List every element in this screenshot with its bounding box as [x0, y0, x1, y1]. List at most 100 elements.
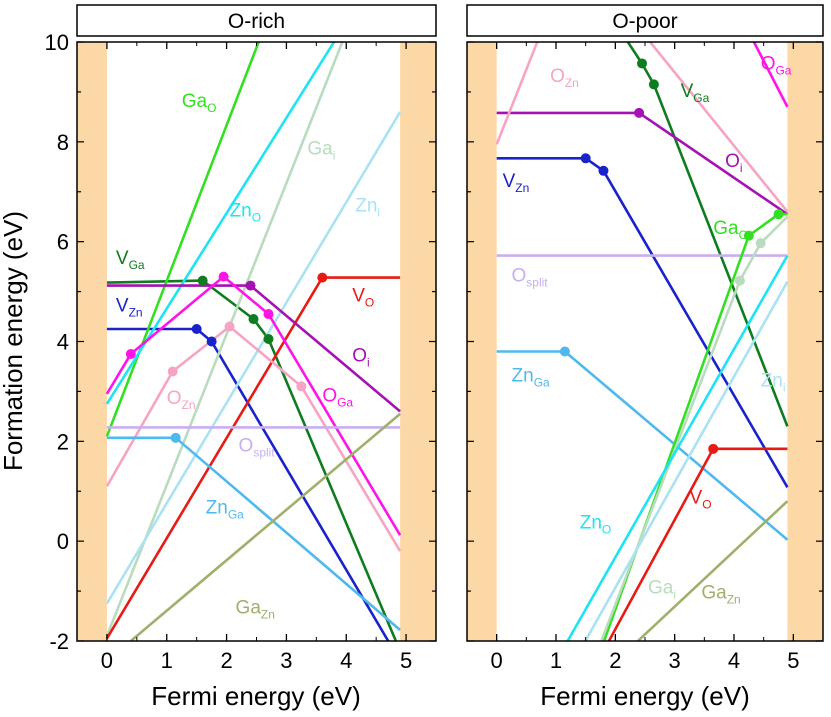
- label-subscript: O: [602, 523, 611, 537]
- x-tick-label: 1: [161, 648, 173, 673]
- label-base: V: [352, 286, 365, 307]
- label-subscript: Ga: [775, 63, 791, 77]
- transition-point-v-ga: [197, 275, 208, 286]
- label-base: V: [116, 248, 129, 269]
- transition-point-o-ga: [218, 271, 229, 282]
- series-label-v-ga: VGa: [681, 81, 710, 105]
- series-label-v-zn: VZn: [116, 296, 143, 320]
- transition-point-v-ga: [263, 334, 274, 345]
- series-label-v-zn: VZn: [503, 171, 530, 195]
- label-base: Zn: [512, 365, 534, 386]
- label-base: Zn: [580, 513, 602, 534]
- label-subscript: O: [365, 296, 374, 310]
- label-subscript: split: [253, 445, 275, 459]
- label-subscript: Zn: [565, 76, 579, 90]
- y-tick-label: -2: [49, 629, 69, 654]
- x-tick-label: 4: [728, 648, 740, 673]
- label-subscript: Zn: [261, 608, 275, 622]
- label-subscript: O: [739, 228, 748, 242]
- series-label-ga-zn: GaZn: [701, 583, 740, 607]
- transition-point-v-zn: [598, 165, 609, 176]
- x-axis-label-right: Fermi energy (eV): [540, 681, 750, 711]
- series-label-zn-o: ZnO: [580, 513, 612, 537]
- label-base: O: [512, 266, 527, 287]
- transition-point-ga-i: [734, 275, 745, 286]
- transition-point-v-o: [708, 443, 719, 454]
- series-label-v-o: VO: [352, 286, 374, 310]
- series-label-ga-zn: GaZn: [236, 598, 275, 622]
- x-tick-label: 5: [787, 648, 799, 673]
- label-base: Ga: [648, 578, 674, 599]
- series-line-ga-o: [105, 42, 261, 437]
- label-subscript: split: [526, 276, 548, 290]
- x-axis-label-left: Fermi energy (eV): [151, 681, 361, 711]
- label-subscript: Zn: [129, 306, 143, 320]
- label-base: V: [681, 81, 694, 102]
- series-label-zn-o: ZnO: [230, 201, 262, 225]
- y-tick-label: 4: [57, 330, 69, 355]
- series-line-o-i: [496, 111, 789, 216]
- label-base: Ga: [307, 138, 333, 159]
- x-tick-label: 0: [491, 648, 503, 673]
- label-subscript: i: [673, 588, 676, 602]
- x-tick-label: 1: [550, 648, 562, 673]
- series-label-o-ga: OGa: [322, 385, 353, 409]
- label-base: O: [239, 435, 254, 456]
- series-line-ga-i: [599, 215, 789, 641]
- label-subscript: i: [783, 380, 786, 394]
- series-label-ga-o: GaO: [182, 91, 217, 115]
- series-line-v-o: [607, 447, 788, 641]
- label-base: V: [116, 296, 129, 317]
- transition-point-ga-o: [773, 209, 784, 220]
- label-base: V: [690, 488, 703, 509]
- label-subscript: Ga: [129, 258, 145, 272]
- label-base: Zn: [230, 201, 252, 222]
- series-label-ga-o: GaO: [713, 218, 748, 242]
- plot-area-right: [495, 42, 789, 641]
- series-label-zn-ga: ZnGa: [206, 498, 245, 522]
- series-line-zn-i: [105, 111, 402, 605]
- transition-point-o-i: [245, 280, 256, 291]
- label-base: O: [167, 388, 182, 409]
- label-base: O: [322, 385, 337, 406]
- series-label-o-split: Osplit: [512, 266, 549, 290]
- label-base: Zn: [761, 370, 783, 391]
- transition-point-o-zn: [167, 366, 178, 377]
- x-tick-label: 2: [609, 648, 621, 673]
- label-base: Ga: [713, 218, 739, 239]
- transition-point-v-zn: [191, 324, 202, 335]
- transition-point-o-ga: [263, 309, 274, 320]
- x-tick-label: 0: [101, 648, 113, 673]
- label-base: V: [503, 171, 516, 192]
- label-base: O: [352, 345, 367, 366]
- transition-point-v-zn: [206, 336, 217, 347]
- series-label-o-zn: OZn: [167, 388, 196, 412]
- label-base: Ga: [236, 598, 262, 619]
- label-subscript: Ga: [693, 91, 709, 105]
- panel-title-box-right: [466, 4, 824, 37]
- x-tick-label: 2: [220, 648, 232, 673]
- transition-point-o-ga: [125, 348, 136, 359]
- transition-point-v-o: [317, 272, 328, 283]
- series-label-o-zn: OZn: [550, 66, 579, 90]
- transition-point-o-i: [634, 107, 645, 118]
- series-label-o-i: Oi: [725, 151, 742, 175]
- transition-point-v-ga: [248, 314, 259, 325]
- series-label-zn-ga: ZnGa: [512, 365, 551, 389]
- label-base: Ga: [182, 91, 208, 112]
- series-line-ga-zn: [635, 500, 789, 641]
- transition-point-zn-ga: [170, 432, 181, 443]
- series-label-o-ga: OGa: [761, 53, 792, 77]
- label-base: Ga: [701, 583, 727, 604]
- series-line-zn-o: [105, 42, 336, 405]
- label-subscript: Ga: [534, 375, 550, 389]
- label-base: O: [725, 151, 740, 172]
- series-label-zn-i: Zni: [355, 196, 380, 220]
- series-line-ga-zn: [129, 412, 401, 641]
- y-tick-label: 8: [57, 130, 69, 155]
- transition-point-zn-ga: [559, 346, 570, 357]
- label-base: Zn: [355, 196, 377, 217]
- y-axis-label: Formation energy (eV): [0, 211, 28, 471]
- series-line-o-zn: [648, 42, 789, 213]
